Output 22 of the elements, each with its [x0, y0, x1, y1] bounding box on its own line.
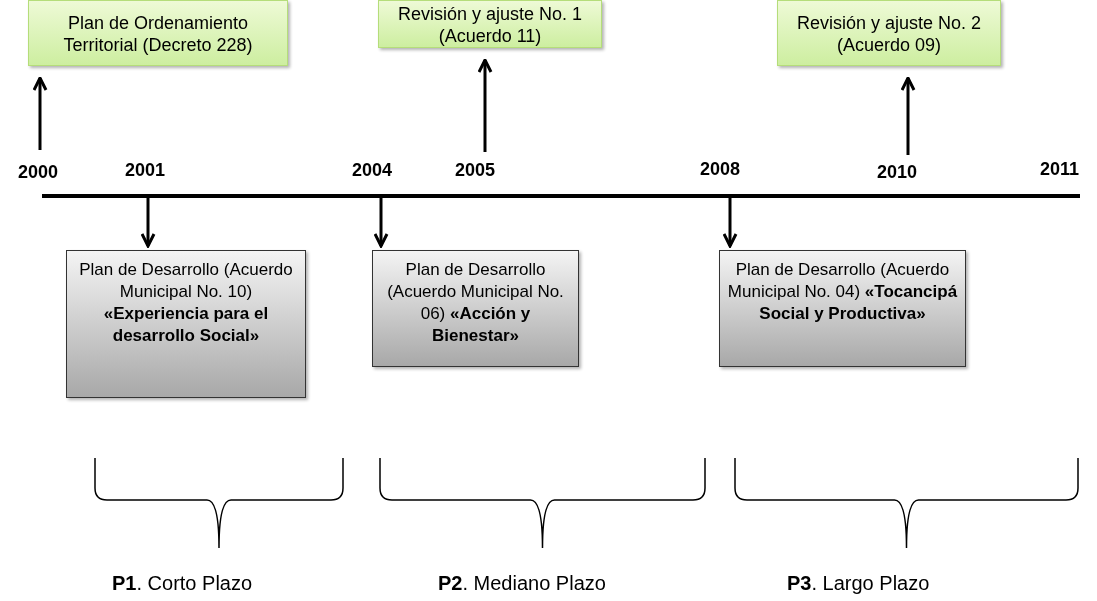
arrow — [373, 198, 389, 248]
year-label: 2010 — [877, 162, 918, 183]
arrow — [900, 76, 916, 155]
year-label: 2011 — [1040, 159, 1080, 180]
year-label: 2004 — [352, 160, 393, 181]
document-box: Revisión y ajuste No. 1 (Acuerdo 11) — [378, 0, 602, 48]
year-label: 2008 — [700, 159, 741, 180]
year-label: 2001 — [125, 160, 166, 181]
plan-box: Plan de Desarrollo (Acuerdo Municipal No. 06) «Acción y Bienestar» — [372, 250, 579, 367]
arrow — [477, 58, 493, 152]
document-box: Revisión y ajuste No. 2 (Acuerdo 09) — [777, 0, 1001, 66]
arrow — [140, 198, 156, 248]
period-label: P3. Largo Plazo — [787, 572, 930, 595]
year-label: 2005 — [455, 160, 496, 181]
arrow — [722, 198, 738, 248]
document-box: Plan de Ordenamiento Territorial (Decreto 228) — [28, 0, 288, 66]
plan-box: Plan de Desarrollo (Acuerdo Municipal No. 10) «Experiencia para el desarrollo Social» — [66, 250, 306, 398]
arrow — [32, 76, 48, 150]
year-label: 2000 — [18, 162, 59, 183]
period-label: P2. Mediano Plazo — [438, 572, 606, 595]
period-label: P1. Corto Plazo — [112, 572, 253, 595]
plan-box: Plan de Desarrollo (Acuerdo Municipal No. 04) «Tocancipá Social y Productiva» — [719, 250, 966, 367]
